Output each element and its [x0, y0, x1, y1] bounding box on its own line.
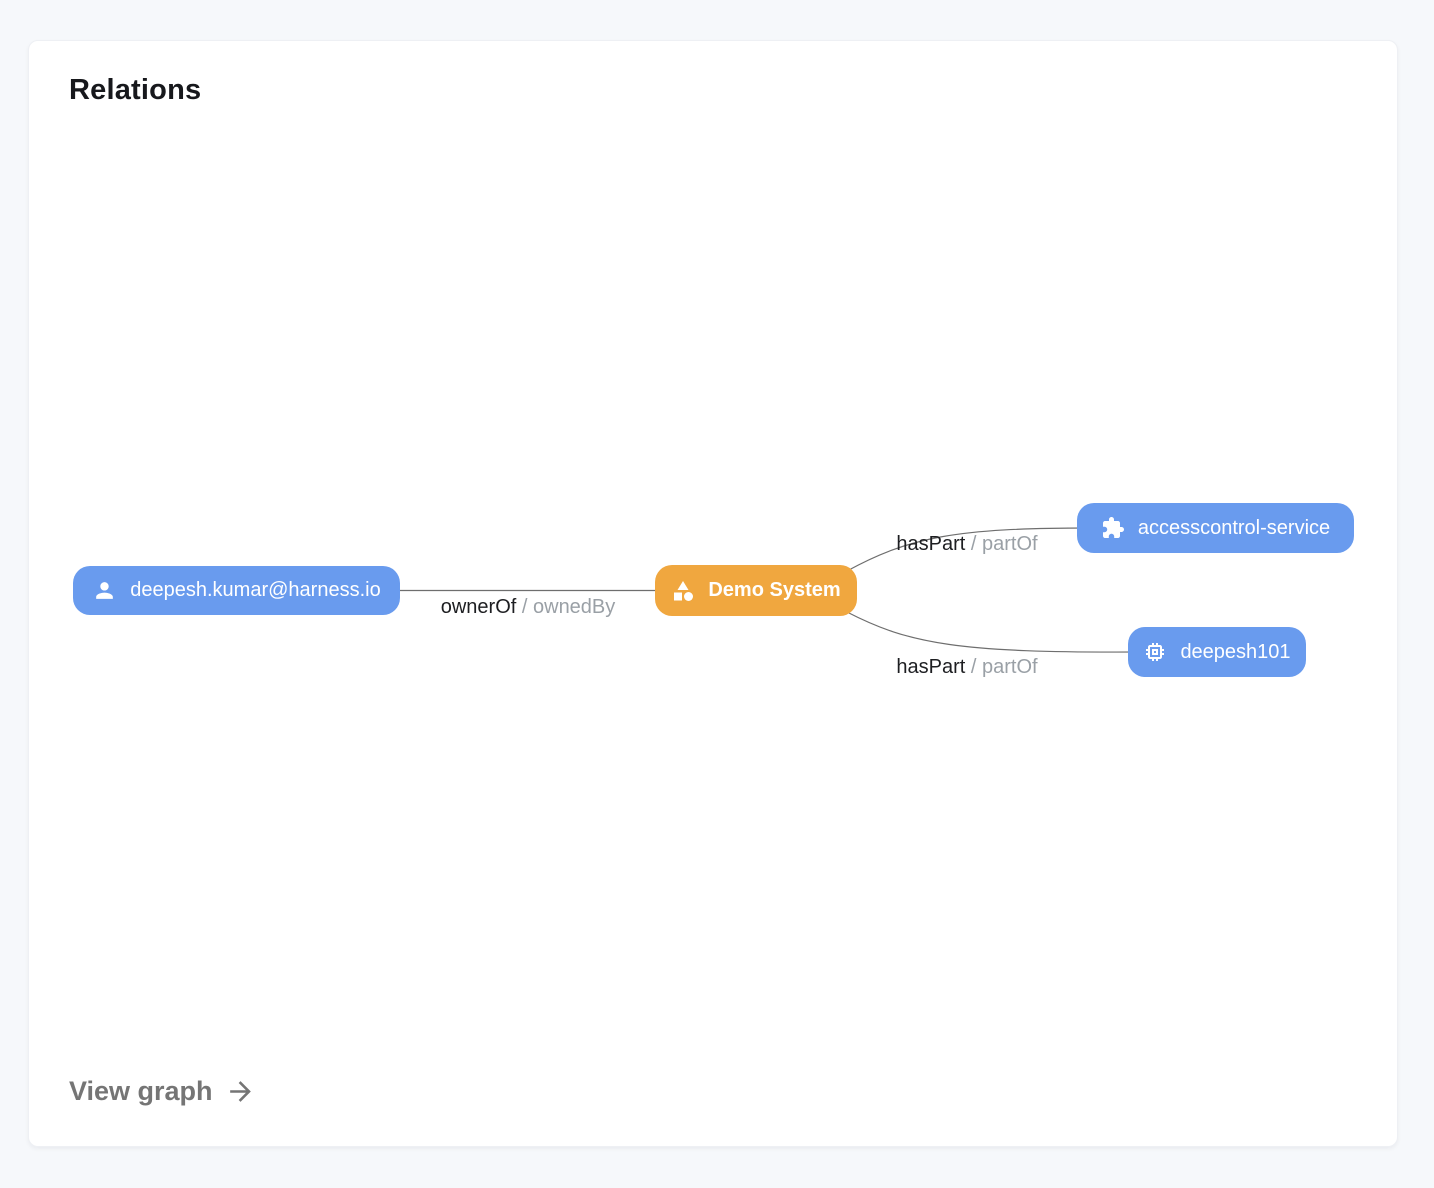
view-graph-link[interactable]: View graph [69, 1076, 256, 1107]
node-user-entity[interactable]: deepesh.kumar@harness.io [73, 566, 400, 615]
category-shapes-icon [671, 579, 695, 603]
edge-label-secondary: / partOf [970, 656, 1038, 678]
view-graph-label: View graph [69, 1076, 213, 1106]
chip-icon [1143, 640, 1167, 664]
card-title: Relations [69, 74, 202, 106]
node-label: Demo System [708, 579, 841, 601]
edge-label-haspart-bottom: hasPart / partOf [896, 656, 1037, 679]
node-accesscontrol-service[interactable]: accesscontrol-service [1077, 503, 1354, 553]
node-deepesh101[interactable]: deepesh101 [1128, 627, 1306, 677]
edge-label-primary: ownerOf [440, 596, 517, 618]
node-label: deepesh101 [1180, 640, 1291, 663]
edge-label-haspart-top: hasPart / partOf [896, 533, 1037, 556]
edge-label-secondary: / partOf [970, 533, 1038, 555]
arrow-right-icon [225, 1076, 256, 1107]
edge-label-secondary: / ownedBy [521, 596, 616, 618]
node-label: accesscontrol-service [1137, 516, 1331, 539]
puzzle-piece-icon [1101, 516, 1125, 540]
relations-card: Relations deepesh.kumar@harness.io Demo … [28, 40, 1398, 1147]
user-icon [92, 578, 117, 603]
node-label: deepesh.kumar@harness.io [130, 579, 381, 601]
edge-label-primary: hasPart [896, 656, 966, 678]
node-demo-system[interactable]: Demo System [655, 565, 857, 616]
edge-haspart-bottom [846, 611, 1140, 653]
edge-label-owner: ownerOf / ownedBy [441, 596, 616, 619]
edge-label-primary: hasPart [896, 533, 966, 555]
